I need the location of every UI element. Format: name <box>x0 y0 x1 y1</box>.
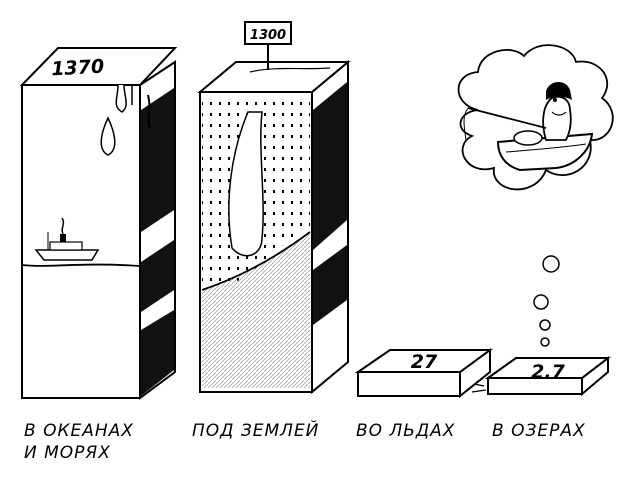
thought-bubble-icon <box>457 44 614 347</box>
bar-oceans-and-seas <box>19 47 178 400</box>
category-label-oceans-and-seas: В ОКЕАНАХ И МОРЯХ <box>24 420 134 464</box>
category-label-in-ice: ВО ЛЬДАХ <box>356 420 455 442</box>
category-label-line: ВО ЛЬДАХ <box>356 421 456 441</box>
category-label-line: ПОД ЗЕМЛЕЙ <box>192 421 320 441</box>
value-label-oceans-and-seas: 1370 <box>51 56 105 81</box>
ship-icon <box>34 217 100 261</box>
value-label-in-ice: 27 <box>411 351 438 373</box>
bar-under-ground <box>197 59 351 395</box>
category-label-line: В ОЗЕРАХ <box>492 421 586 441</box>
value-label-in-lakes: 2.7 <box>531 361 565 383</box>
category-label-in-lakes: В ОЗЕРАХ <box>492 420 586 442</box>
sign-post-icon <box>244 21 292 70</box>
fisherman-boat-icon <box>463 81 594 172</box>
value-label-under-ground: 1300 <box>250 28 286 43</box>
category-label-under-ground: ПОД ЗЕМЛЕЙ <box>192 420 319 442</box>
category-label-line: В ОКЕАНАХ <box>24 421 134 441</box>
category-label-line: И МОРЯХ <box>24 443 111 463</box>
bar-in-ice <box>354 348 494 399</box>
bar-in-lakes <box>471 355 611 397</box>
value-labels: 1370 1300 27 2.7 <box>51 28 566 383</box>
